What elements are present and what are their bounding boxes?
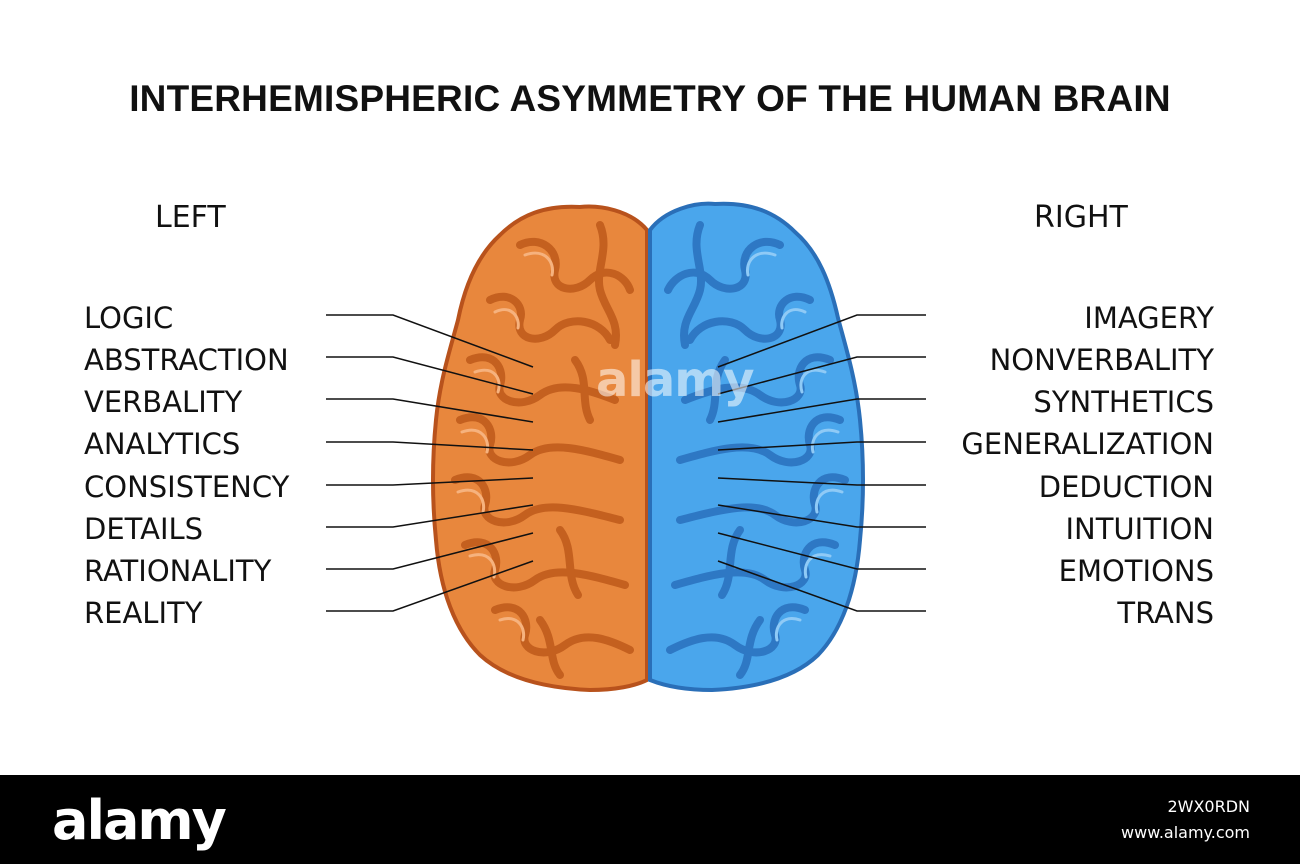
left-label: VERBALITY bbox=[84, 385, 243, 419]
left-label: LOGIC bbox=[84, 301, 174, 335]
left-label: REALITY bbox=[84, 596, 203, 630]
leader-line bbox=[326, 560, 534, 612]
right-label: GENERALIZATION bbox=[961, 427, 1214, 461]
leader-line bbox=[717, 560, 926, 612]
leader-line bbox=[717, 441, 926, 451]
leader-line bbox=[717, 398, 926, 423]
leader-line bbox=[717, 504, 926, 528]
brain-illustration bbox=[326, 201, 926, 693]
left-gyri bbox=[451, 221, 634, 679]
leader-line bbox=[717, 477, 926, 486]
left-label: RATIONALITY bbox=[84, 554, 272, 588]
leader-line bbox=[326, 532, 534, 570]
leader-line bbox=[326, 441, 534, 451]
footer-bar: alamy 2WX0RDN www.alamy.com bbox=[0, 775, 1300, 864]
left-label: ANALYTICS bbox=[84, 427, 241, 461]
left-label: DETAILS bbox=[84, 512, 204, 546]
leader-line bbox=[326, 504, 534, 528]
right-gyri-highlights bbox=[745, 251, 844, 642]
left-hemisphere-heading: LEFT bbox=[155, 200, 226, 235]
right-label: EMOTIONS bbox=[1058, 554, 1214, 588]
footer-url: www.alamy.com bbox=[1121, 823, 1250, 842]
leader-line bbox=[717, 314, 926, 368]
image-id: 2WX0RDN bbox=[1167, 797, 1250, 816]
left-gyri-highlights bbox=[456, 251, 555, 642]
page-title: INTERHEMISPHERIC ASYMMETRY OF THE HUMAN … bbox=[129, 78, 1171, 119]
leader-line bbox=[326, 356, 534, 395]
left-hemisphere bbox=[431, 204, 649, 693]
right-label: NONVERBALITY bbox=[989, 343, 1214, 377]
left-label: ABSTRACTION bbox=[84, 343, 289, 377]
right-label: TRANS bbox=[1117, 596, 1214, 630]
right-hemisphere bbox=[648, 201, 865, 693]
leader-line bbox=[326, 398, 534, 423]
right-label: INTUITION bbox=[1065, 512, 1214, 546]
right-label: DEDUCTION bbox=[1038, 470, 1214, 504]
right-label: IMAGERY bbox=[1084, 301, 1214, 335]
leader-line bbox=[717, 532, 926, 570]
leader-line bbox=[326, 314, 534, 368]
leader-line bbox=[717, 356, 926, 395]
left-label: CONSISTENCY bbox=[84, 470, 290, 504]
leader-line bbox=[326, 477, 534, 486]
watermark: alamy bbox=[596, 352, 755, 408]
footer-logo: alamy bbox=[52, 789, 227, 852]
right-gyri bbox=[664, 221, 849, 679]
right-hemisphere-heading: RIGHT bbox=[1034, 200, 1128, 235]
left-leader-lines bbox=[326, 314, 534, 612]
right-leader-lines bbox=[717, 314, 926, 612]
right-label: SYNTHETICS bbox=[1033, 385, 1214, 419]
